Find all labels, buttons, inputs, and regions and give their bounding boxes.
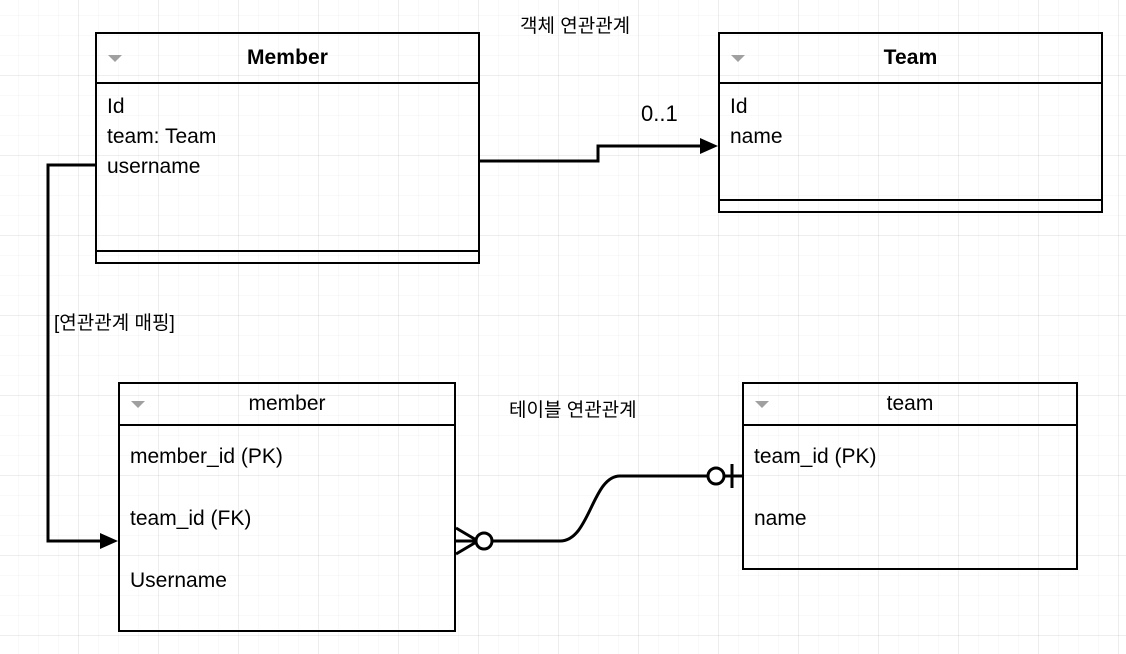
uml-class-member-methods [97,250,478,262]
attribute-row: name [730,124,783,148]
label-table-association: 테이블 연관관계 [509,400,637,421]
er-table-team-title: team [886,392,934,415]
er-table-team-header: team [744,384,1076,426]
table-row: Username [130,569,227,592]
zero-marker-right [706,466,726,486]
er-table-team[interactable]: team team_id (PK) name [742,382,1078,570]
attribute-row: team: Team [107,124,217,148]
uml-class-team[interactable]: Team Id name [718,32,1103,213]
attribute-row: Id [107,95,125,118]
uml-class-team-title: Team [883,46,938,69]
chevron-down-icon[interactable] [755,401,769,408]
connector-member-table-to-team-table [455,464,742,556]
chevron-down-icon[interactable] [108,55,122,62]
uml-class-member-header: Member [97,34,478,84]
er-table-member[interactable]: member member_id (PK) team_id (FK) Usern… [118,382,456,632]
chevron-down-icon[interactable] [731,55,745,62]
attribute-row: Id [730,95,748,118]
er-table-member-rows: member_id (PK) team_id (FK) Username [120,426,454,612]
uml-class-member-attributes: Id team: Team username [97,84,478,185]
uml-class-member[interactable]: Member Id team: Team username [95,32,480,264]
uml-class-team-header: Team [720,34,1101,84]
table-row: team_id (PK) [754,445,877,468]
label-association-mapping: [연관관계 매핑] [54,313,175,334]
table-row: member_id (PK) [130,445,283,468]
uml-class-team-methods [720,199,1101,211]
attribute-row: username [107,154,201,178]
uml-class-team-attributes: Id name [720,84,1101,156]
zero-marker-left [474,531,494,551]
connector-member-to-team [480,138,718,163]
table-row: name [754,507,807,530]
er-table-team-rows: team_id (PK) name [744,426,1076,550]
crowsfoot-marker [455,526,479,556]
label-object-association: 객체 연관관계 [520,16,631,37]
uml-class-member-title: Member [246,46,329,69]
table-row: team_id (FK) [130,507,252,530]
er-table-member-title: member [248,392,326,415]
er-table-member-header: member [120,384,454,426]
label-multiplicity-0-1: 0..1 [641,101,678,126]
chevron-down-icon[interactable] [131,401,145,408]
